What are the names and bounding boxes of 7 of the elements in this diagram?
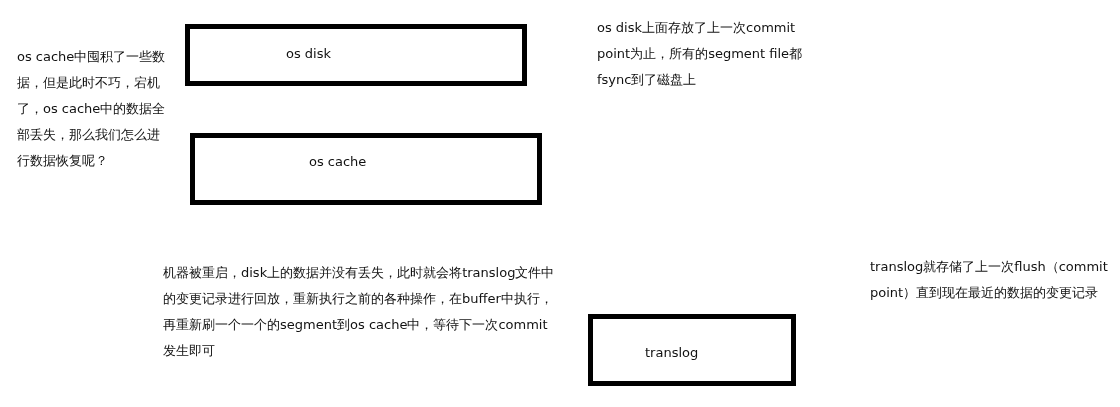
storage-box: translog — [588, 314, 796, 386]
storage-box: os cache — [190, 133, 542, 205]
note-text: 机器被重启，disk上的数据并没有丢失，此时就会将translog文件中的变更记录进行回放，重新执行之前的各种操作，在buffer中执行，再重新刷一个一个的segment到os cache中，等待下一次commit发生即可 — [163, 264, 556, 360]
note-text: os cache中囤积了一些数据，但是此时不巧，宕机了，os cache中的数据全部丢失，那么我们怎么进行数据恢复呢？ — [17, 48, 167, 170]
storage-box: os disk — [185, 24, 527, 86]
note-text: translog就存储了上一次flush（commit point）直到现在最近的数据的变更记录 — [870, 258, 1109, 302]
note-text: os disk上面存放了上一次commit point为止，所有的segment file都fsync到了磁盘上 — [597, 19, 804, 89]
